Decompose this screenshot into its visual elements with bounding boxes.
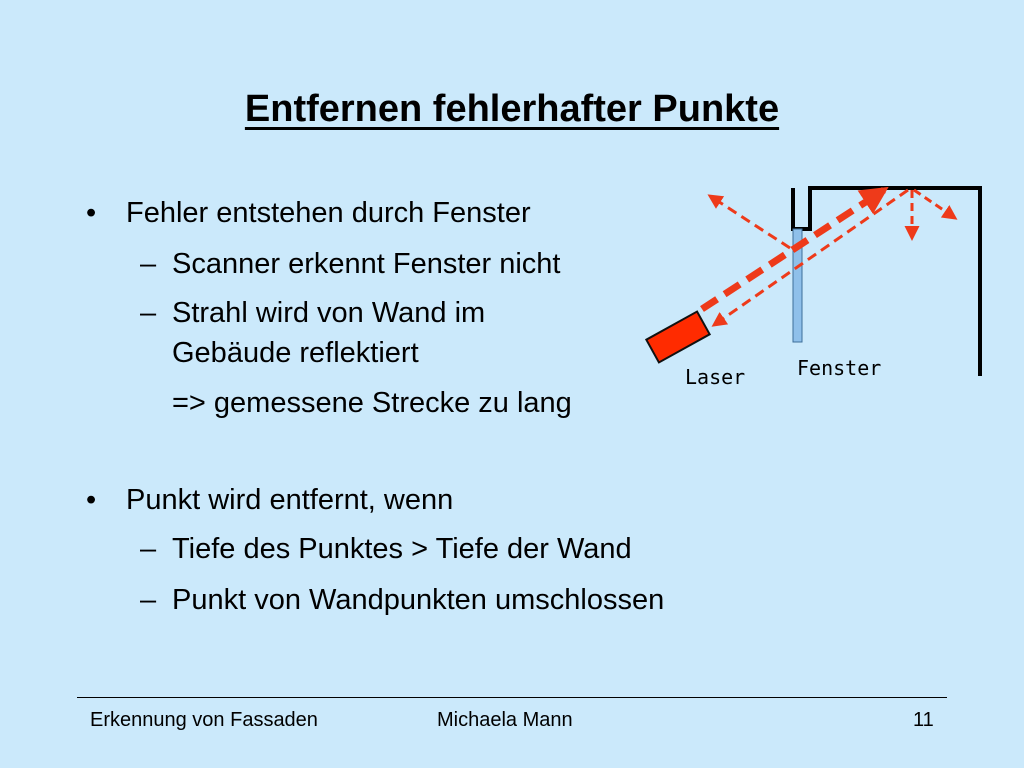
slide-title: Entfernen fehlerhafter Punkte — [244, 88, 780, 130]
bullet-marker: • — [86, 197, 97, 229]
sub-bullet-text: Strahl wird von Wand im — [172, 297, 486, 329]
sub-bullet-continuation: Gebäude reflektiert — [172, 337, 419, 369]
sub-bullet-text: Scanner erkennt Fenster nicht — [172, 248, 561, 280]
footer-page-number: 11 — [913, 709, 934, 731]
footer-title: Erkennung von Fassaden — [90, 709, 318, 731]
bullet-text: Punkt wird entfernt, wenn — [126, 484, 454, 516]
window-label: Fenster — [797, 356, 881, 380]
bullet-marker: • — [86, 484, 97, 516]
dash-marker: – — [140, 297, 157, 329]
footer-author: Michaela Mann — [437, 709, 573, 731]
sub-bullet-text: Tiefe des Punktes > Tiefe der Wand — [172, 533, 632, 565]
laser-device — [644, 310, 712, 364]
dash-marker: – — [140, 248, 157, 280]
bullet-text: Fehler entstehen durch Fenster — [126, 197, 531, 229]
laser-beam — [700, 186, 889, 312]
footer-divider — [77, 697, 947, 698]
laser-label: Laser — [685, 365, 745, 389]
window-reflection-beam — [707, 194, 791, 250]
building-outline — [791, 186, 982, 376]
laser-reflection-diagram: Laser Fenster — [644, 186, 982, 389]
sub-bullet-text: Punkt von Wandpunkten umschlossen — [172, 584, 665, 616]
window-pane — [792, 228, 803, 343]
return-beam — [711, 188, 909, 327]
scatter-beam-right — [913, 188, 958, 220]
dash-marker: – — [140, 533, 157, 565]
sub-bullet-continuation: => gemessene Strecke zu lang — [172, 387, 572, 419]
dash-marker: – — [140, 584, 157, 616]
